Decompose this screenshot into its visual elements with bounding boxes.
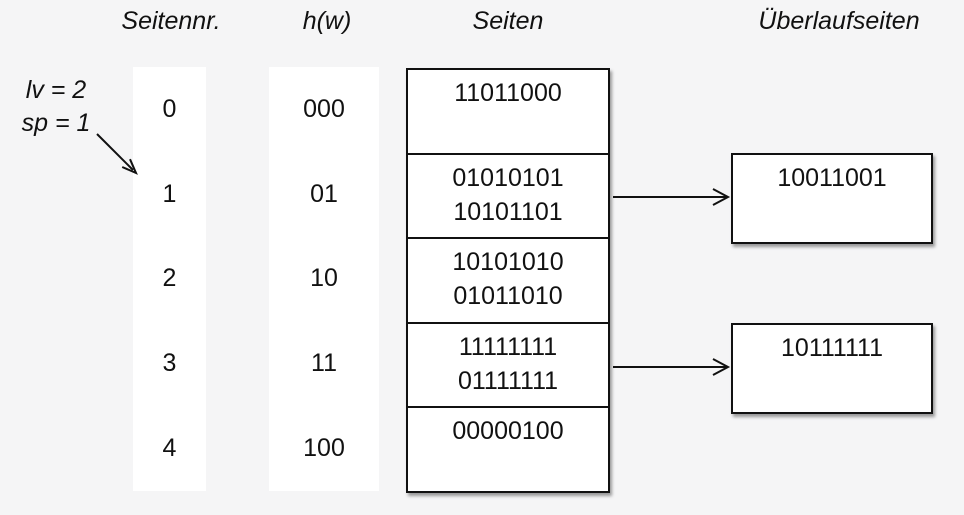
hash-value-4: 100: [303, 434, 345, 463]
header-overflow-pages: Überlaufseiten: [758, 7, 920, 35]
page-entry: 11011000: [454, 79, 562, 107]
hash-value-3: 11: [311, 349, 337, 378]
overflow-box-2: 10111111: [731, 323, 933, 414]
page-number-column: 0 1 2 3 4: [133, 67, 206, 491]
page-row-3: 11111111 01111111: [408, 321, 608, 407]
page-row-2: 10101010 01011010: [408, 237, 608, 322]
pages-table: 11011000 01010101 10101101 10101010 0101…: [406, 68, 610, 493]
page-entry: 01011010: [453, 282, 563, 311]
overflow-arrow-row1-icon: [613, 188, 731, 206]
hash-value-column: 000 01 10 11 100: [269, 67, 379, 491]
hash-value-2: 10: [310, 264, 338, 293]
header-hash-function: h(w): [302, 7, 352, 35]
page-entry: 10101101: [453, 197, 563, 226]
annotation-level: lv = 2: [25, 76, 87, 104]
overflow-entry: 10011001: [777, 164, 887, 192]
hash-value-0: 000: [303, 94, 345, 123]
page-number-2: 2: [162, 264, 177, 293]
page-entry: 10101010: [452, 248, 564, 277]
overflow-entry: 10111111: [781, 334, 883, 362]
page-entry: 01010101: [452, 163, 564, 192]
page-number-3: 3: [162, 349, 177, 378]
overflow-box-1: 10011001: [731, 153, 933, 244]
page-number-4: 4: [162, 434, 177, 463]
overflow-arrow-row3-icon: [613, 358, 731, 376]
annotation-lv-sp: lv = 2 sp = 1: [10, 74, 102, 140]
page-row-4: 00000100: [408, 406, 608, 491]
page-row-1: 01010101 10101101: [408, 152, 608, 238]
hash-value-1: 01: [310, 179, 338, 208]
split-pointer-arrow-icon: [96, 133, 138, 175]
page-entry: 11111111: [458, 332, 558, 361]
page-entry: 00000100: [452, 417, 564, 446]
page-row-0: 11011000: [408, 70, 608, 153]
annotation-split-pointer: sp = 1: [21, 109, 91, 137]
header-page-number: Seitennr.: [121, 7, 221, 35]
header-pages: Seiten: [472, 7, 544, 35]
page-number-0: 0: [162, 94, 177, 123]
page-entry: 01111111: [457, 366, 559, 395]
page-number-1: 1: [162, 179, 177, 208]
